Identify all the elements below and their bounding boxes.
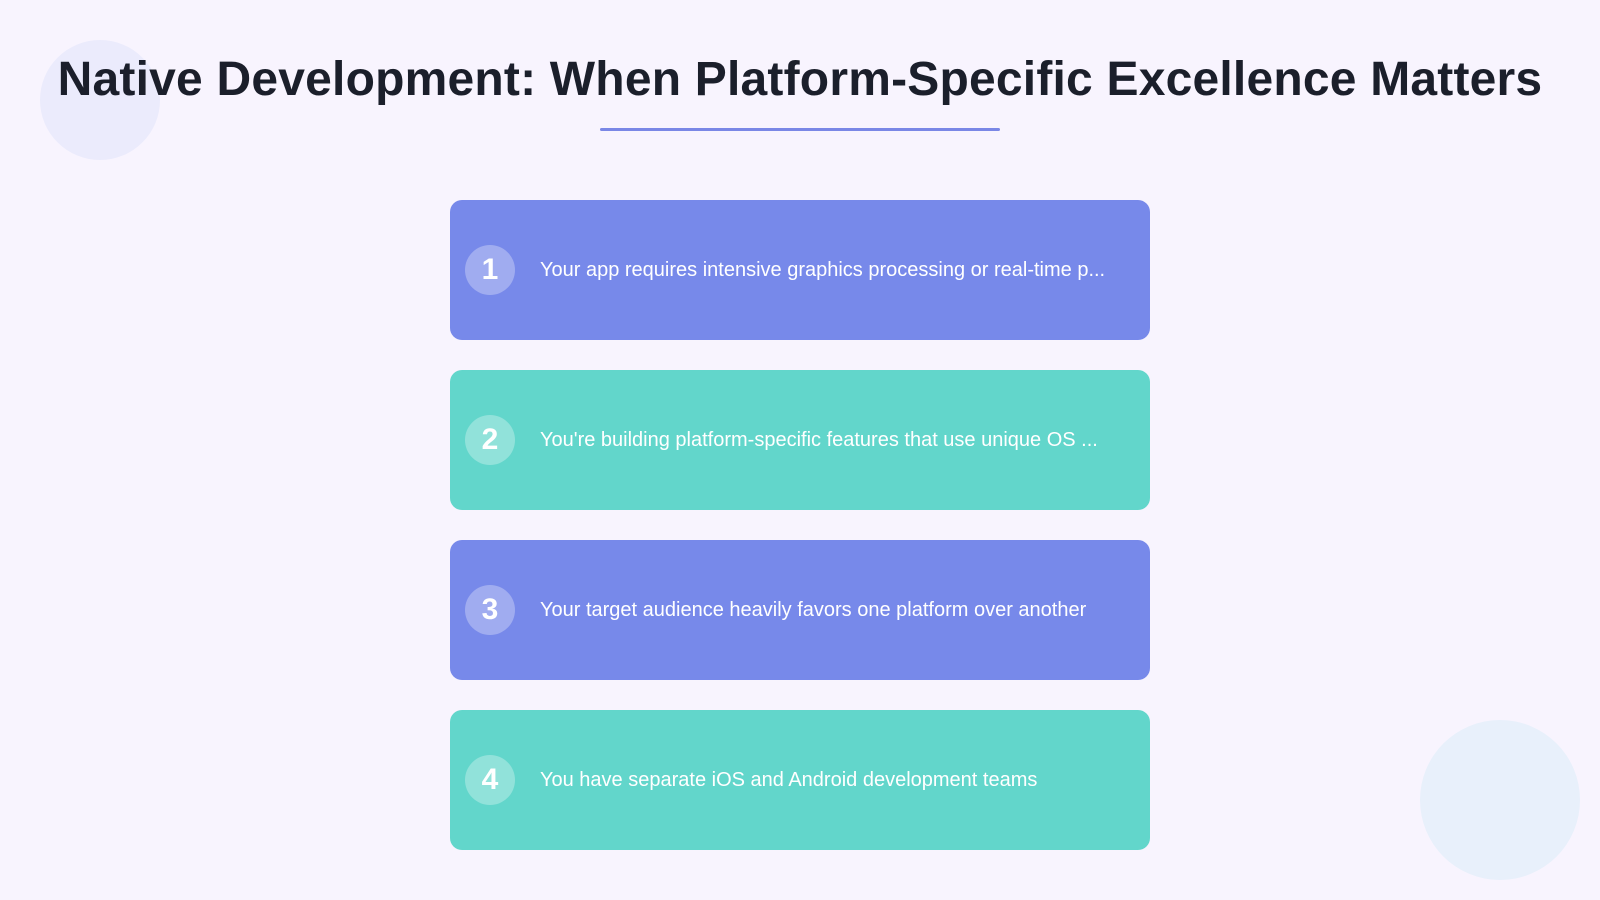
number-badge: 4 <box>465 755 515 805</box>
list-item: 3 Your target audience heavily favors on… <box>450 540 1150 680</box>
list-item: 4 You have separate iOS and Android deve… <box>450 710 1150 850</box>
page-title: Native Development: When Platform-Specif… <box>57 53 1543 106</box>
criteria-list: 1 Your app requires intensive graphics p… <box>450 200 1150 850</box>
number-badge: 3 <box>465 585 515 635</box>
item-text: Your app requires intensive graphics pro… <box>540 258 1106 281</box>
item-text: Your target audience heavily favors one … <box>540 598 1087 621</box>
list-item: 1 Your app requires intensive graphics p… <box>450 200 1150 340</box>
item-text: You're building platform-specific featur… <box>540 428 1098 451</box>
number-badge: 1 <box>465 245 515 295</box>
decorative-circle-top-left <box>40 40 160 160</box>
item-text: You have separate iOS and Android develo… <box>540 768 1038 791</box>
number-badge: 2 <box>465 415 515 465</box>
list-item: 2 You're building platform-specific feat… <box>450 370 1150 510</box>
decorative-circle-bottom-right <box>1420 720 1580 880</box>
title-underline <box>600 128 1000 131</box>
